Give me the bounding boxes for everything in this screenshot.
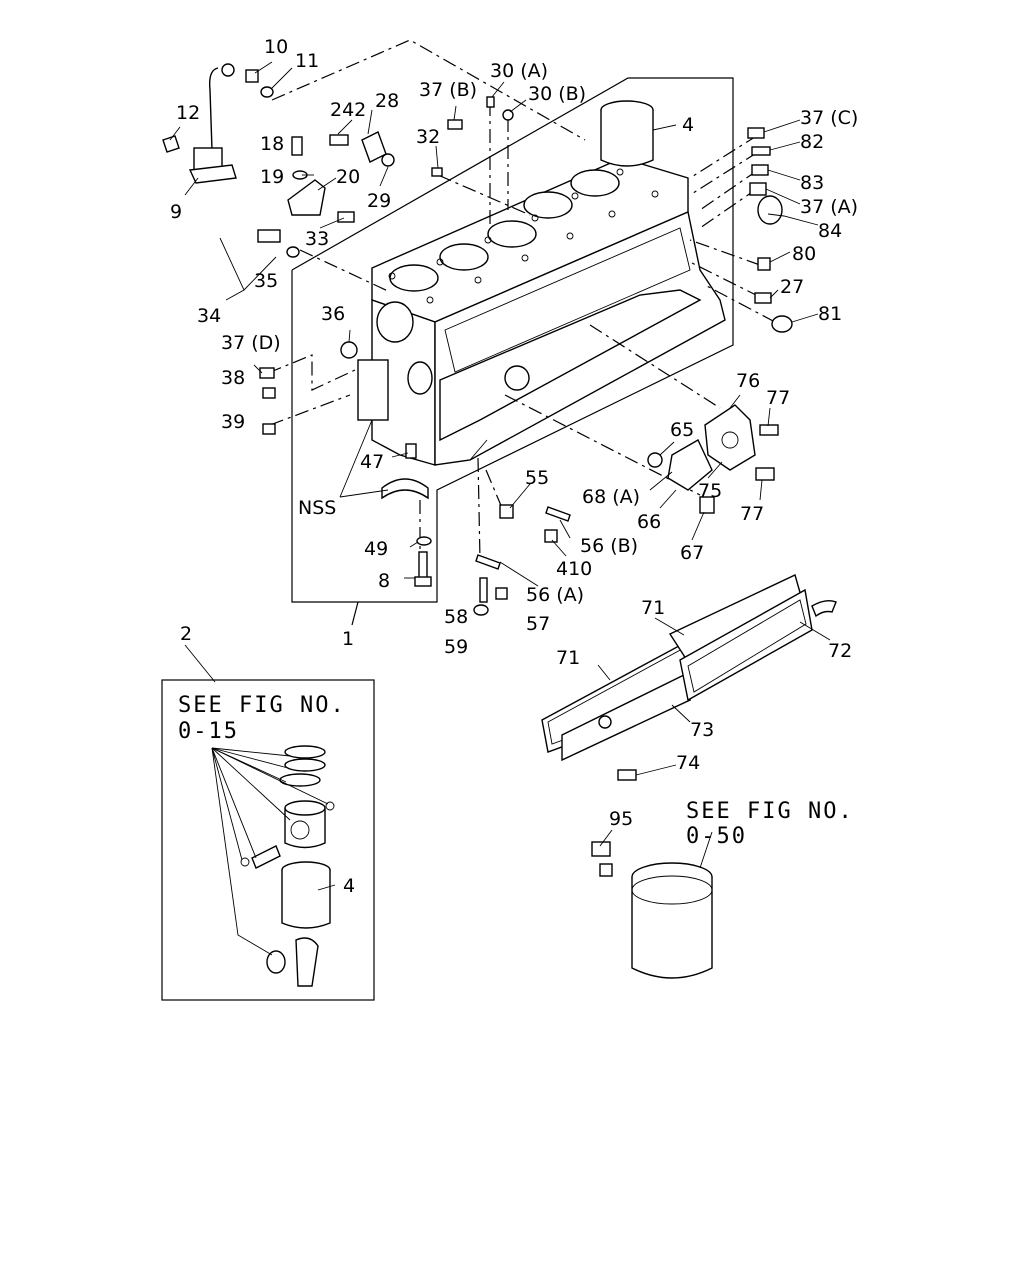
label-part-2: 2: [180, 623, 192, 645]
label-part-76: 76: [736, 370, 760, 392]
label-part-47: 47: [360, 451, 384, 473]
label-part-57: 57: [526, 613, 550, 635]
assembly-outline: [291, 77, 734, 603]
label-part-67: 67: [680, 542, 704, 564]
figure-references: SEE FIG NO. 0-15 SEE FIG NO. 0-50: [178, 693, 854, 849]
label-part-83: 83: [800, 172, 824, 194]
label-part-74: 74: [676, 752, 700, 774]
label-part-29: 29: [367, 190, 391, 212]
label-part-11: 11: [295, 50, 319, 72]
label-part-71-top: 71: [641, 597, 665, 619]
label-part-9: 9: [170, 201, 182, 223]
label-part-56a: 56 (A): [526, 584, 584, 606]
label-part-80: 80: [792, 243, 816, 265]
label-part-75: 75: [698, 480, 722, 502]
label-part-65: 65: [670, 419, 694, 441]
label-part-56b: 56 (B): [580, 535, 638, 557]
piston-assembly: [240, 745, 335, 987]
label-part-72: 72: [828, 640, 852, 662]
label-part-4-inset: 4: [343, 875, 355, 897]
label-part-37d: 37 (D): [221, 332, 281, 354]
label-part-82: 82: [800, 131, 824, 153]
see-fig-0-15-line2: 0-15: [178, 719, 239, 744]
label-part-30a: 30 (A): [490, 60, 548, 82]
label-part-37c: 37 (C): [800, 107, 858, 129]
label-part-27: 27: [780, 276, 804, 298]
see-fig-0-50-line1: SEE FIG NO.: [686, 799, 854, 824]
callout-labels: 10 11 12 9 18 19 20 242 28 29 33 35 34 3…: [170, 36, 858, 897]
label-part-77-bottom: 77: [740, 503, 764, 525]
label-part-58: 58: [444, 606, 468, 628]
label-part-10: 10: [264, 36, 288, 58]
label-part-19: 19: [260, 166, 284, 188]
label-part-95: 95: [609, 808, 633, 830]
label-part-77-top: 77: [766, 387, 790, 409]
cylinder-liner-top: [600, 100, 654, 167]
label-part-4-block: 4: [682, 114, 694, 136]
label-part-12: 12: [176, 102, 200, 124]
label-part-68a: 68 (A): [582, 486, 640, 508]
label-nss: NSS: [298, 497, 336, 519]
see-fig-0-50-line2: 0-50: [686, 824, 747, 849]
label-part-73: 73: [690, 719, 714, 741]
label-part-38: 38: [221, 367, 245, 389]
label-part-20: 20: [336, 166, 360, 188]
label-part-84: 84: [818, 220, 842, 242]
label-part-71-bottom: 71: [556, 647, 580, 669]
small-parts: [162, 63, 793, 616]
oil-filter: [591, 841, 713, 979]
cylinder-block: [357, 157, 726, 500]
see-fig-0-15-line1: SEE FIG NO.: [178, 693, 346, 718]
label-part-49: 49: [364, 538, 388, 560]
label-part-8: 8: [378, 570, 390, 592]
label-part-35: 35: [254, 270, 278, 292]
label-part-34: 34: [197, 305, 221, 327]
label-part-81: 81: [818, 303, 842, 325]
label-part-36: 36: [321, 303, 345, 325]
callout-leader-lines: [169, 61, 831, 891]
piston-leader-lines: [211, 747, 329, 956]
label-part-30b: 30 (B): [528, 83, 586, 105]
label-part-1: 1: [342, 628, 354, 650]
label-part-33: 33: [305, 228, 329, 250]
label-part-37b: 37 (B): [419, 79, 477, 101]
label-part-18: 18: [260, 133, 284, 155]
side-covers: [541, 574, 837, 781]
label-part-37a: 37 (A): [800, 196, 858, 218]
label-part-28: 28: [375, 90, 399, 112]
label-part-39: 39: [221, 411, 245, 433]
label-part-66: 66: [637, 511, 661, 533]
piston-inset-frame: [161, 679, 375, 1001]
label-part-32: 32: [416, 126, 440, 148]
label-part-55: 55: [525, 467, 549, 489]
label-part-410: 410: [556, 558, 592, 580]
label-part-242: 242: [330, 99, 366, 121]
label-part-59: 59: [444, 636, 468, 658]
